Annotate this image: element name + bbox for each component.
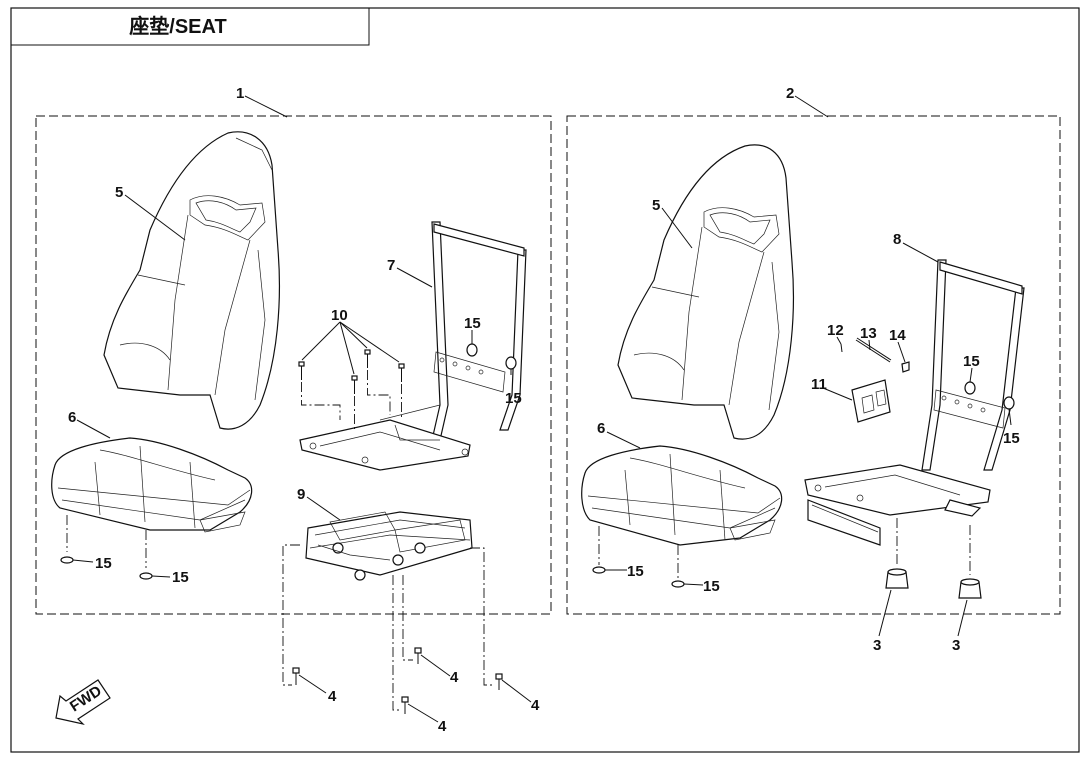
label-15-right-cushion-b: 15 bbox=[703, 578, 720, 595]
assembly-1-box bbox=[35, 115, 552, 615]
seat-cushion-left bbox=[51, 437, 253, 533]
label-5-left: 5 bbox=[115, 184, 123, 201]
seat-cushion-right bbox=[581, 445, 783, 546]
label-15-left-frame-side: 15 bbox=[505, 390, 522, 407]
label-4-d: 4 bbox=[531, 697, 540, 714]
label-13: 13 bbox=[860, 325, 877, 342]
seat-frame-left bbox=[299, 221, 527, 471]
clip-12 bbox=[840, 343, 843, 353]
label-15-left-cushion-a: 15 bbox=[95, 555, 112, 572]
label-8: 8 bbox=[893, 231, 901, 248]
label-15-right-frame-top: 15 bbox=[963, 353, 980, 370]
label-5-right: 5 bbox=[652, 197, 660, 214]
label-3-left: 3 bbox=[873, 637, 881, 654]
label-10: 10 bbox=[331, 307, 348, 324]
label-7: 7 bbox=[387, 257, 395, 274]
page-title: 座垫/SEAT bbox=[129, 14, 226, 38]
label-15-left-cushion-b: 15 bbox=[172, 569, 189, 586]
pin-13 bbox=[855, 337, 892, 363]
label-15-right-cushion-a: 15 bbox=[627, 563, 644, 580]
label-15-right-frame-side: 15 bbox=[1003, 430, 1020, 447]
bolts-4 bbox=[282, 544, 503, 714]
seat-backrest-left bbox=[103, 131, 281, 430]
title-box: 座垫/SEAT bbox=[11, 8, 370, 46]
label-4-b: 4 bbox=[450, 669, 459, 686]
bolts-10-left bbox=[298, 349, 405, 430]
nuts-15-left-cushion bbox=[60, 515, 153, 580]
label-15-left-frame-top: 15 bbox=[464, 315, 481, 332]
label-4-a: 4 bbox=[328, 688, 337, 705]
label-6-left: 6 bbox=[68, 409, 76, 426]
forward-direction-arrow: FWD bbox=[55, 679, 111, 726]
label-1: 1 bbox=[236, 85, 244, 102]
seat-backrest-right bbox=[617, 144, 795, 440]
seat-frame-right bbox=[804, 259, 1025, 546]
label-12: 12 bbox=[827, 322, 844, 339]
bracket-11 bbox=[851, 379, 891, 423]
nut-14 bbox=[901, 361, 910, 373]
leader-lines bbox=[72, 95, 1012, 723]
label-2: 2 bbox=[786, 85, 794, 102]
nuts-15-left-frame bbox=[466, 343, 517, 370]
label-3-right: 3 bbox=[952, 637, 960, 654]
label-14: 14 bbox=[889, 327, 906, 344]
label-4-c: 4 bbox=[438, 718, 447, 735]
outer-frame bbox=[10, 7, 1080, 753]
nuts-15-right-cushion bbox=[592, 526, 685, 588]
seat-slider-9 bbox=[305, 511, 473, 581]
assembly-2-box bbox=[566, 115, 1061, 615]
label-6-right: 6 bbox=[597, 420, 605, 437]
stoppers-3 bbox=[885, 518, 982, 599]
label-9: 9 bbox=[297, 486, 305, 503]
label-11: 11 bbox=[811, 376, 827, 393]
part-labels: 1 2 5 5 6 6 7 8 9 10 11 12 13 14 15 15 1… bbox=[68, 85, 1020, 735]
